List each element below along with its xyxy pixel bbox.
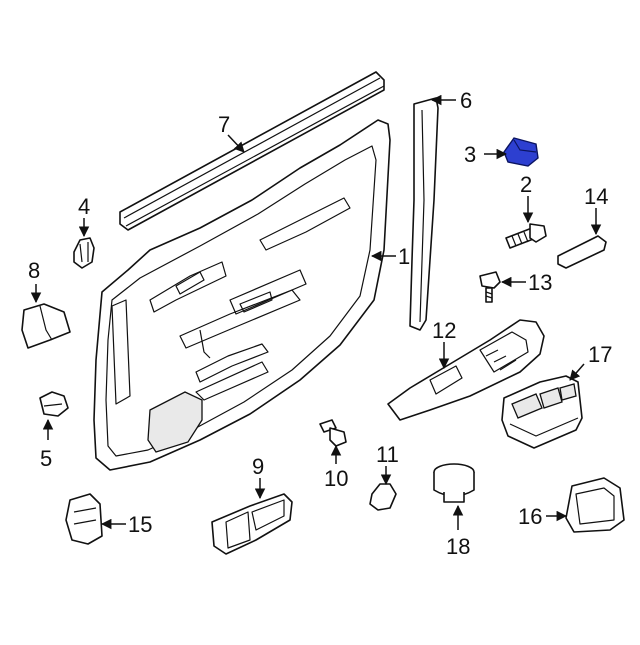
push-pin-part [39,391,69,417]
window-switch-part [501,375,583,449]
cap-part [369,483,397,511]
screw-part [505,223,547,249]
leader-7 [227,134,245,153]
door-trim-panel-part [93,119,391,471]
screw-part-10 [319,419,347,447]
retainer-clip-part [73,237,95,269]
inside-handle-part [211,493,293,555]
callout-7: 7 [218,112,230,137]
pad-part [557,235,607,269]
callout-13: 13 [528,270,552,295]
callout-8: 8 [28,258,40,283]
switch-knob-part [433,463,475,503]
belt-weatherstrip-part [119,71,385,231]
bracket-part [21,303,71,349]
switch-part-16 [565,477,625,533]
callout-14: 14 [584,184,608,209]
connector-part [65,493,103,545]
callout-1: 1 [398,244,410,269]
callout-15: 15 [128,512,152,537]
callout-3: 3 [464,142,476,167]
callout-11: 11 [376,442,399,467]
callout-5: 5 [40,446,52,471]
callout-2: 2 [520,172,532,197]
callout-17: 17 [588,342,612,367]
leader-17 [569,363,585,381]
bolt-part [479,271,501,303]
pillar-trim-part [409,97,439,331]
callout-9: 9 [252,454,264,479]
highlighted-clip-part [503,137,539,167]
callout-12: 12 [432,318,456,343]
callout-18: 18 [446,534,470,559]
switch-bezel-part [387,319,545,421]
callout-10: 10 [324,466,348,491]
callout-4: 4 [78,194,90,219]
callout-16: 16 [518,504,542,529]
callout-6: 6 [460,88,472,113]
